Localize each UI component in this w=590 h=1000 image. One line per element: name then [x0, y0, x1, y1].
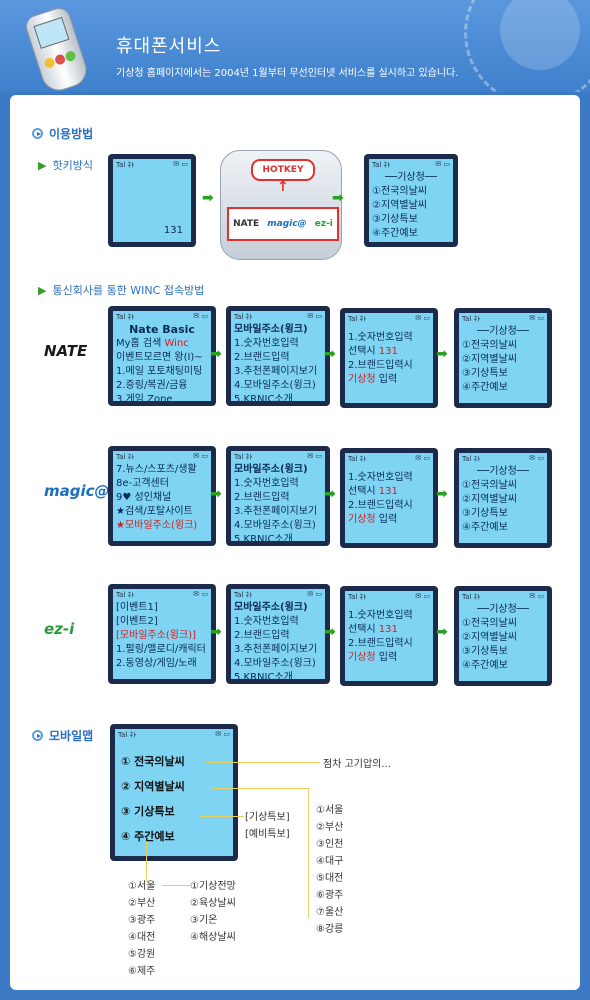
arrow-icon: ➡: [436, 486, 448, 502]
arrow-icon: ➡: [202, 190, 214, 206]
hotkey-phone: HOTKEY ↑ NATE magic@ ez-i: [220, 150, 342, 260]
bullet-icon: [32, 730, 43, 741]
menu-regional: ② 지역별날씨: [121, 780, 185, 793]
page-title: 휴대폰서비스: [116, 36, 222, 57]
menu-special: ③ 기상특보: [121, 805, 175, 818]
carrier-logo: NATE: [44, 342, 88, 360]
arrow-icon: ➡: [324, 346, 336, 362]
arrow-icon: ➡: [210, 624, 222, 640]
arrow-icon: ➡: [332, 190, 344, 206]
arrow-up-icon: ↑: [277, 179, 289, 195]
page-header: 휴대폰서비스 기상청 홈페이지에서는 2004년 1월부터 무선인터넷 서비스를…: [0, 0, 590, 92]
carrier-logo: magic@: [44, 482, 110, 500]
connector-line: [205, 762, 320, 763]
page-subtitle: 기상청 홈페이지에서는 2004년 1월부터 무선인터넷 서비스를 실시하고 있…: [116, 68, 459, 79]
menu-weekly: ④ 주간예보: [121, 830, 175, 843]
arrow-icon: ➡: [436, 624, 448, 640]
connector-line: [200, 816, 244, 817]
special-types: [기상특보][예비특보]: [245, 812, 290, 840]
subsection-winc: ▶통신회사를 통한 WINC 접속방법: [38, 284, 205, 297]
national-note: 점차 고기압의...: [323, 759, 391, 770]
arrow-icon: ➡: [324, 486, 336, 502]
carrier-menu-screen: Tal ﾈﾄ✉ ▭[이벤트1][이벤트2][모바일주소(윙크)]1.펄링/멜로디…: [108, 584, 216, 684]
hotkey-number: 131: [163, 225, 183, 236]
connector-line: [162, 885, 190, 886]
connector-line: [146, 842, 147, 882]
menu-national: ① 전국의날씨: [121, 755, 185, 768]
connector-line: [308, 788, 309, 918]
section-usage: 이용방법: [32, 125, 93, 142]
section-mobile-map: 모바일맵: [32, 727, 93, 744]
subsection-hotkey: ▶핫키방식: [38, 159, 93, 172]
hotkey-screen-1: Tal ﾈﾄ✉ ▭ 131: [108, 154, 196, 247]
sun-decoration: [464, 0, 590, 92]
carrier-logo: ez-i: [44, 620, 75, 638]
carrier-logos: NATE magic@ ez-i: [227, 207, 339, 241]
mobile-map-phone: Tal ﾈﾄ✉ ▭ ① 전국의날씨 ② 지역별날씨 ③ 기상특보 ④ 주간예보: [110, 724, 238, 861]
bullet-icon: [32, 128, 43, 139]
arrow-icon: ➡: [324, 624, 336, 640]
arrow-icon: ➡: [210, 346, 222, 362]
arrow-icon: ➡: [436, 346, 448, 362]
hotkey-button: HOTKEY: [251, 159, 315, 181]
phone-icon: [22, 4, 92, 92]
arrow-icon: ➡: [210, 486, 222, 502]
sun-decoration-inner: [500, 0, 580, 70]
connector-line: [212, 788, 310, 789]
